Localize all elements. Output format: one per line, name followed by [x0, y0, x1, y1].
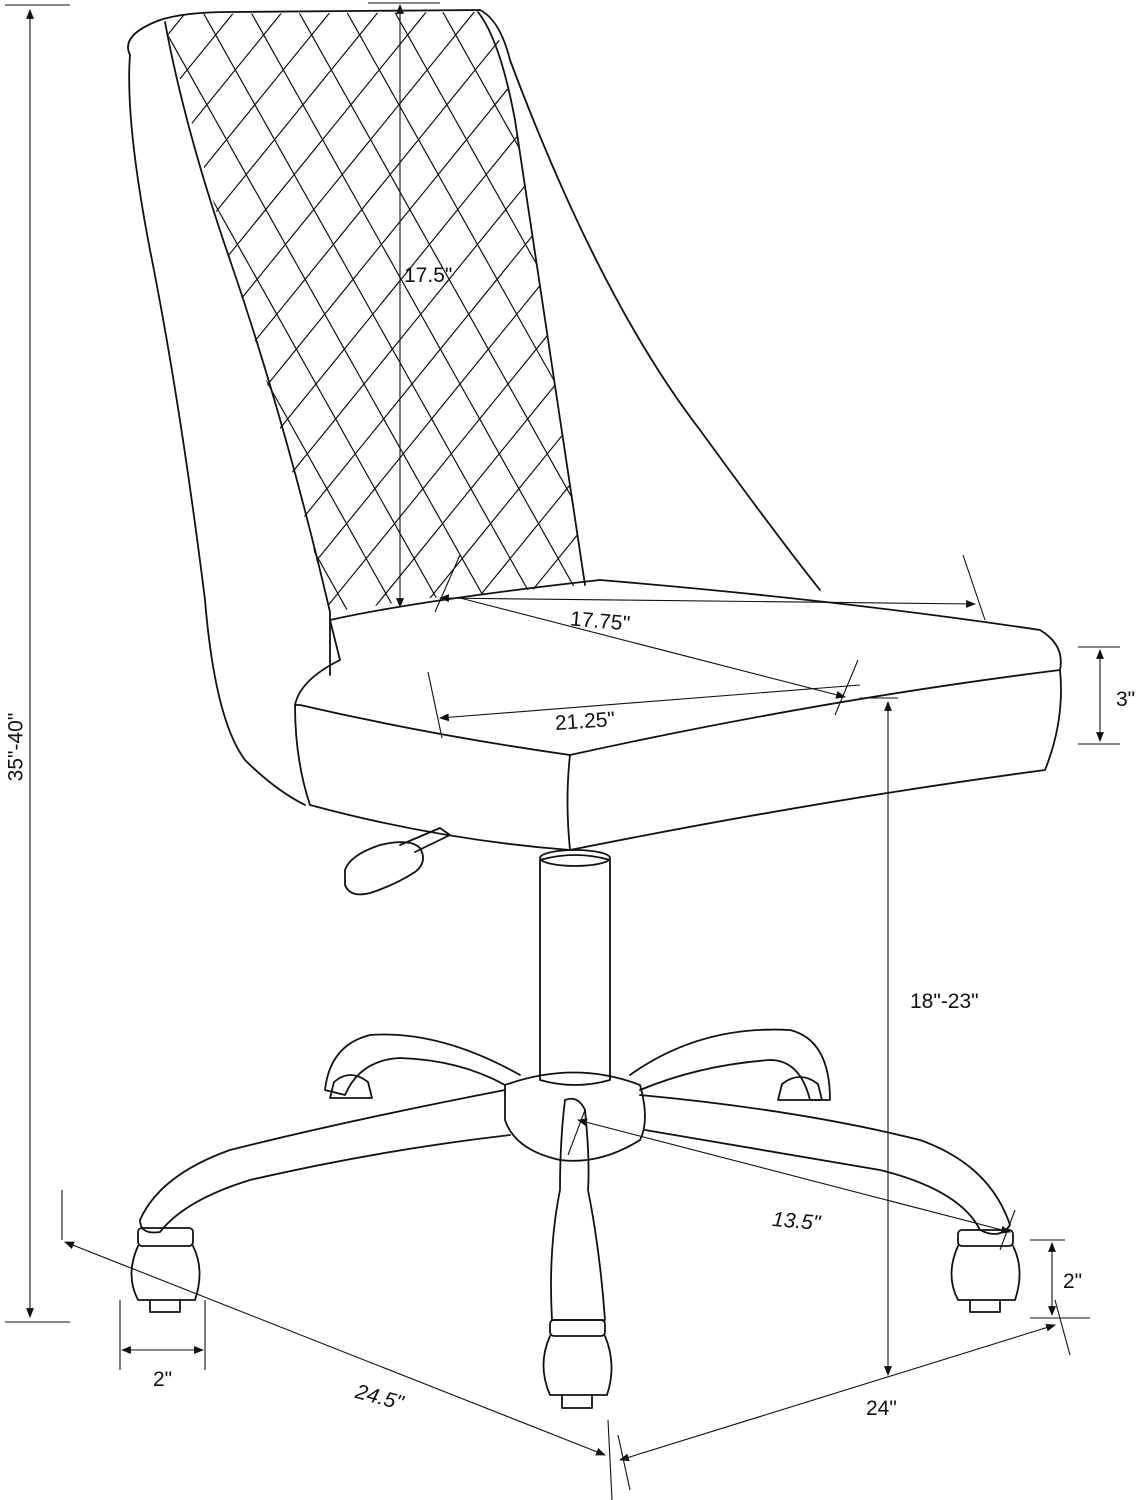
quilt-line: [924, 0, 1146, 640]
backrest-height-label: 17.5": [404, 264, 453, 287]
gas-column: [539, 849, 611, 1086]
quilt-line: [395, 12, 585, 612]
quilt-line: [868, 0, 1146, 640]
quilt-line: [772, 0, 1132, 640]
quilt-line: [165, 12, 341, 612]
quilt-line: [165, 12, 389, 612]
quilt-line: [732, 0, 1146, 640]
quilt-line: [876, 0, 1146, 640]
quilt-line: [165, 12, 317, 612]
quilt-line: [339, 12, 585, 612]
quilt-line: [491, 12, 585, 612]
quilt-line: [243, 12, 585, 612]
quilt-line: [972, 0, 1146, 640]
quilt-line: [916, 0, 1146, 640]
quilt-line: [820, 0, 1146, 640]
quilt-line: [165, 12, 269, 612]
seat-thickness-label: 3": [1116, 688, 1136, 711]
quilt-line: [165, 12, 245, 612]
caster-front: [542, 1319, 613, 1409]
quilt-line: [0, 0, 76, 640]
quilt-line: [165, 12, 293, 612]
quilt-line: [165, 12, 485, 612]
quilt-line: [347, 12, 585, 612]
quilt-line: [195, 12, 557, 612]
seat-depth-label: 17.75": [569, 607, 631, 636]
quilt-line: [0, 0, 148, 640]
quilt-line: [531, 12, 585, 612]
seat: [294, 579, 1062, 851]
quilt-line: [165, 12, 581, 612]
quilt-line: [165, 12, 437, 612]
quilt-line: [387, 12, 585, 612]
base-radius-label: 13.5": [771, 1207, 822, 1236]
caster-right: [950, 1229, 1021, 1313]
quilt-line: [483, 12, 585, 612]
quilt-line: [684, 0, 1146, 640]
backrest: [0, 0, 1146, 806]
caster-width-label: 2": [153, 1368, 173, 1391]
quilt-line: [165, 12, 197, 612]
quilt-line: [780, 0, 1146, 640]
caster-back-left: [329, 1074, 373, 1099]
quilt-line: [828, 0, 1146, 640]
quilt-line: [636, 0, 1146, 640]
quilt-line: [0, 0, 4, 640]
quilt-line: [1060, 0, 1146, 640]
seat-width-label: 21.25": [554, 707, 616, 736]
base-width-label: 24": [866, 1397, 897, 1420]
quilt-line: [203, 12, 585, 612]
caster-left: [130, 1227, 201, 1313]
quilt-line: [0, 0, 100, 640]
quilt-line: [165, 12, 509, 612]
quilt-line: [0, 0, 124, 640]
quilt-line: [579, 12, 585, 612]
height-lever: [344, 827, 451, 896]
caster-back-right: [777, 1076, 823, 1101]
quilt-line: [165, 12, 221, 612]
quilt-line: [964, 0, 1146, 640]
quilt-line: [1108, 0, 1146, 640]
dimension-lines: [5, 2, 1120, 1500]
caster-height-label: 2": [1063, 1270, 1083, 1293]
quilt-line: [165, 12, 173, 612]
casters: [130, 1074, 1021, 1409]
quilt-line: [165, 12, 585, 612]
quilt-line: [0, 0, 52, 640]
quilt-line: [435, 12, 585, 612]
star-base: [139, 1028, 1011, 1321]
quilt-line: [1012, 0, 1146, 640]
quilt-line: [539, 12, 585, 612]
quilt-line: [0, 0, 28, 640]
quilt-line: [251, 12, 585, 612]
quilt-line: [724, 0, 1084, 640]
quilted-pattern: [0, 0, 1146, 640]
quilt-line: [588, 0, 1108, 640]
seat-height-label: 18"-23": [910, 990, 979, 1013]
quilt-line: [165, 12, 533, 612]
quilt-line: [628, 0, 988, 640]
overall-height-label: 35"-40": [4, 712, 28, 782]
quilt-line: [443, 12, 585, 612]
quilt-line: [676, 0, 1036, 640]
quilt-line: [299, 12, 585, 612]
quilt-line: [291, 12, 585, 612]
